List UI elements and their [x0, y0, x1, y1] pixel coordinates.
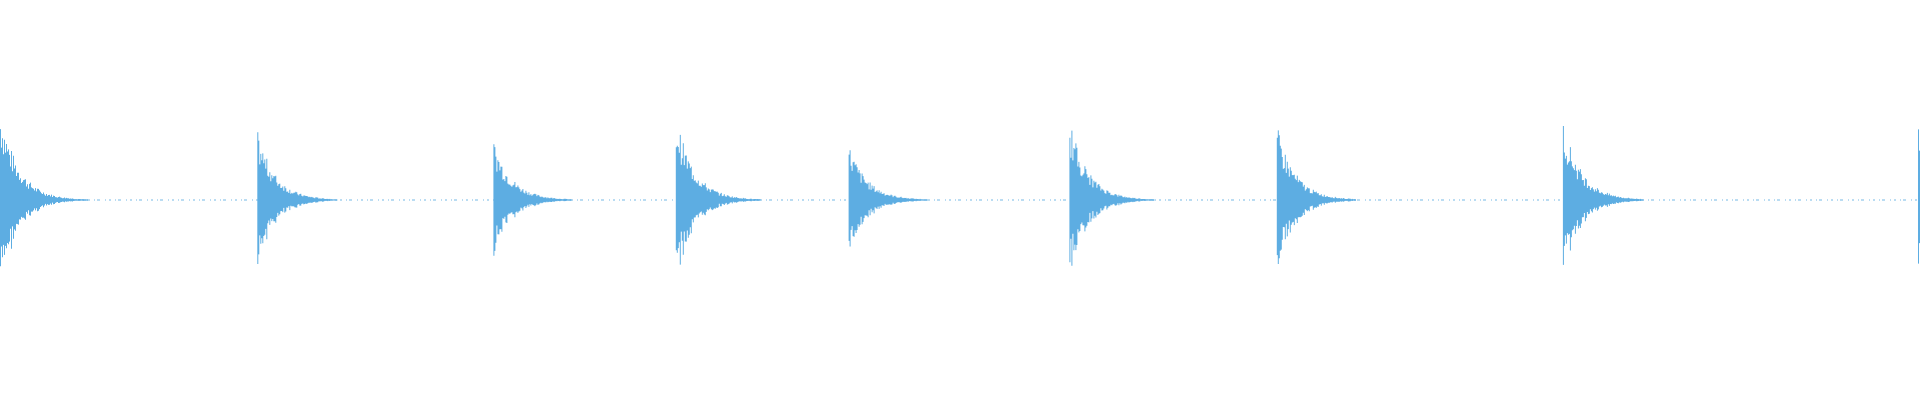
waveform-transients: [0, 126, 1920, 267]
transient-burst: [0, 129, 88, 267]
transient-burst: [1918, 129, 1920, 264]
transient-burst: [257, 132, 338, 264]
transient-burst: [493, 144, 572, 256]
transient-burst: [1562, 126, 1644, 265]
transient-burst: [848, 150, 928, 247]
transient-burst: [1276, 130, 1356, 264]
transient-burst: [675, 134, 761, 265]
transient-burst: [1069, 130, 1155, 266]
